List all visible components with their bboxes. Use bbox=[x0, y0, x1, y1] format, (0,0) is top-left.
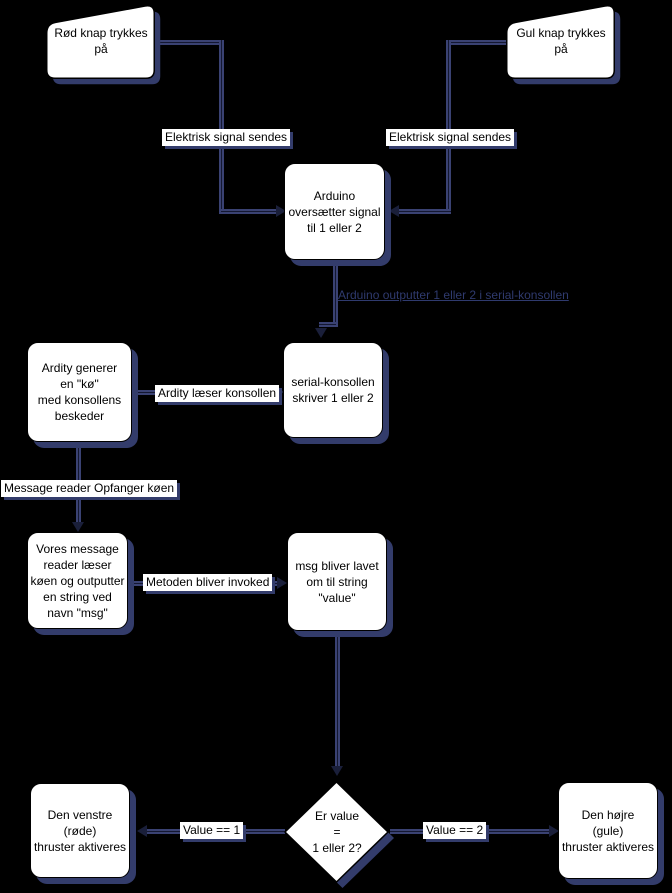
edge-label-electric-right: Elektrisk signal sendes bbox=[386, 129, 515, 146]
arrowhead-into-arduino-right-icon bbox=[389, 205, 399, 217]
edge-label-value-1: Value == 1 bbox=[180, 822, 244, 839]
node-red-button: Rød knap trykkes på bbox=[54, 26, 148, 56]
node-arduino: Arduino oversætter signal til 1 eller 2 bbox=[284, 163, 385, 260]
edge-label-ardity-reads: Ardity læser konsollen bbox=[155, 385, 280, 402]
edge-red-to-arduino-seg2 bbox=[219, 40, 224, 214]
edge-label-arduino-output: Arduino outputter 1 eller 2 i serial-kon… bbox=[338, 288, 569, 302]
edge-red-to-arduino-seg1 bbox=[155, 40, 224, 45]
node-ardity: Ardity generer en "kø" med konsollens be… bbox=[27, 342, 132, 442]
node-value-decision: Er value = 1 eller 2? bbox=[312, 809, 362, 855]
edge-label-message-catches: Message reader Opfanger køen bbox=[1, 480, 178, 497]
edge-label-method-invoked: Metoden bliver invoked bbox=[143, 574, 273, 591]
node-yellow-button-shape bbox=[506, 5, 621, 85]
arrowhead-into-left-thruster-icon bbox=[137, 825, 147, 837]
node-right-thruster: Den højre (gule) thruster aktiveres bbox=[558, 782, 658, 879]
node-value-decision-shape bbox=[284, 781, 394, 888]
arrowhead-into-msg-left-icon bbox=[277, 577, 287, 589]
node-red-button-shape bbox=[46, 5, 161, 85]
edge-arduino-to-serial-seg2 bbox=[319, 322, 336, 327]
node-serial-console: serial-konsollen skriver 1 eller 2 bbox=[283, 342, 383, 438]
node-msg-to-value: msg bliver lavet om til string "value" bbox=[287, 532, 387, 631]
edge-label-value-2: Value == 2 bbox=[423, 822, 487, 839]
node-message-reader: Vores message reader læser køen og outpu… bbox=[27, 532, 128, 629]
arrowhead-into-decision-top-icon bbox=[331, 766, 343, 776]
edge-yellow-to-arduino-seg3 bbox=[399, 209, 451, 214]
edge-yellow-to-arduino-seg2 bbox=[446, 40, 451, 214]
arrowhead-into-serial-top-icon bbox=[315, 328, 327, 338]
edge-arduino-to-serial-seg1 bbox=[333, 260, 338, 327]
edge-yellow-to-arduino-seg1 bbox=[449, 40, 506, 45]
arrowhead-into-arduino-left-icon bbox=[276, 205, 286, 217]
edge-msg-to-decision-seg bbox=[335, 630, 340, 768]
arrowhead-into-reader-top-icon bbox=[72, 522, 84, 532]
arrowhead-into-right-thruster-icon bbox=[549, 825, 559, 837]
node-left-thruster: Den venstre (røde) thruster aktiveres bbox=[30, 783, 130, 878]
node-yellow-button: Gul knap trykkes på bbox=[516, 26, 606, 56]
edge-red-to-arduino-seg3 bbox=[221, 209, 277, 214]
edge-label-electric-left: Elektrisk signal sendes bbox=[162, 129, 291, 146]
